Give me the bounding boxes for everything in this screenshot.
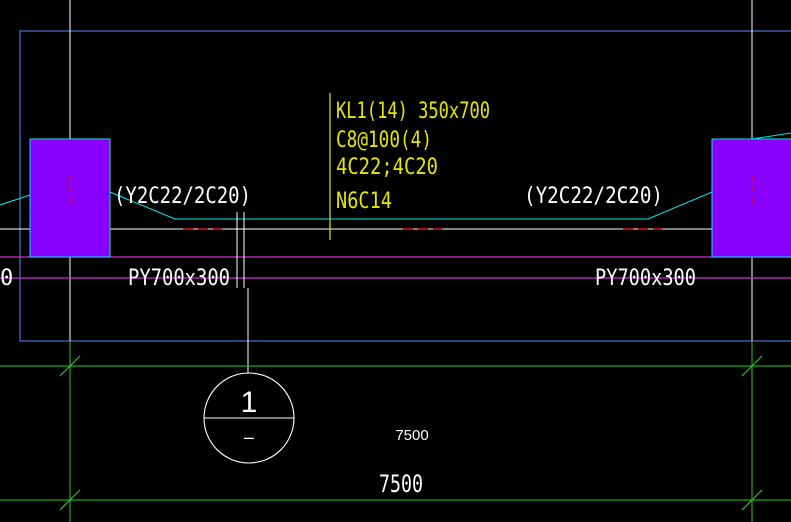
support-label-left: (Y2C22/2C20) xyxy=(114,184,251,209)
beam-annotation-line4: N6C14 xyxy=(336,189,392,214)
dimension-value-small: 7500 xyxy=(395,427,428,444)
dimension-tick-ur xyxy=(741,355,763,377)
beam-annotation-line3: 4C22;4C20 xyxy=(336,155,438,180)
dimension-tick-ll xyxy=(59,489,81,511)
section-symbol-sheet: – xyxy=(244,427,254,447)
haunch-label-left: PY700x300 xyxy=(128,266,230,291)
support-line-right-ext xyxy=(751,132,791,140)
dimension-tick-lr xyxy=(741,489,763,511)
outline-frame xyxy=(19,30,791,342)
dimension-tick-ul xyxy=(59,355,81,377)
support-label-right: (Y2C22/2C20) xyxy=(524,184,663,209)
beam-annotation-line2: C8@100(4) xyxy=(336,128,432,153)
section-symbol-number: 1 xyxy=(241,386,258,419)
column-left[interactable] xyxy=(29,138,111,258)
beam-annotation-line1: KL1(14) 350x700 xyxy=(336,99,490,124)
section-symbol[interactable]: 1 – xyxy=(203,372,295,464)
dimension-value-large: 7500 xyxy=(379,470,423,498)
haunch-label-partial-left: 0 xyxy=(0,266,13,291)
haunch-label-right: PY700x300 xyxy=(595,266,696,291)
